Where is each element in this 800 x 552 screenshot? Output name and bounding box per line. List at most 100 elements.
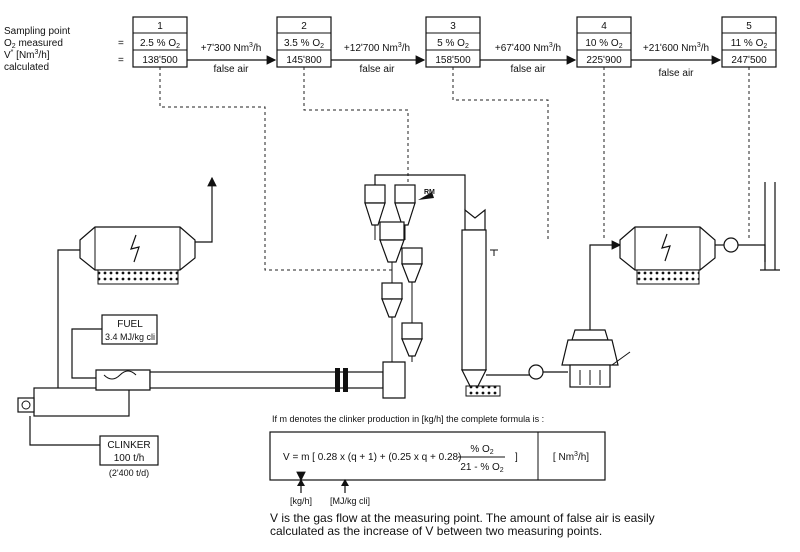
- formula-close-bracket: ]: [515, 452, 518, 463]
- cooler-filter-body: [79, 226, 196, 271]
- legend-v-unit: V* [Nm3/h]: [4, 49, 50, 61]
- cooler-stack-arrow: [195, 176, 217, 243]
- sampling-line-3: [452, 67, 549, 240]
- kiln-tyre-2: [343, 368, 348, 392]
- formula-numerator: % O2: [470, 444, 493, 456]
- sampling-point-2: 2 3.5 % O2 145ʹ800: [276, 16, 332, 68]
- fuel-box-frame: [101, 314, 158, 345]
- cyclone-2: [379, 221, 405, 241]
- false-air-3: +67ʹ400 Nm3/h false air: [480, 42, 577, 75]
- cooler-filter: [57, 176, 217, 390]
- clinker-box: CLINKER 100 t/h (2ʹ400 t/d): [99, 435, 159, 478]
- sampling-o2-5: 11 % O2: [731, 38, 768, 50]
- lightning-icon-2: [661, 233, 671, 262]
- preheater-risers: [374, 225, 413, 362]
- mill-to-filter-duct: [589, 240, 622, 330]
- id-fan-2: [723, 237, 739, 253]
- conditioning-tower-hoppers: [465, 385, 501, 397]
- sampling-v-1: 138ʹ500: [142, 55, 178, 66]
- cyclone-5: [401, 322, 423, 340]
- raw-mill-body: [561, 339, 619, 366]
- kiln-inlet: [382, 361, 406, 399]
- false-air-amount-4: +21ʹ600 Nm3/h: [643, 42, 709, 54]
- sampling-v-4: 225ʹ900: [586, 55, 622, 66]
- sampling-id-5: 5: [746, 21, 752, 32]
- kiln-tyre-1: [335, 368, 340, 392]
- note-line-1: V is the gas flow at the measuring point…: [270, 511, 655, 525]
- sampling-box-3: [425, 16, 481, 68]
- preheater-exhaust-duct: [374, 174, 466, 210]
- clinker-cooler: [33, 387, 130, 417]
- id-fan-1: [528, 364, 544, 380]
- rotary-kiln: [17, 361, 406, 446]
- formula-unit: [ Nm3/h]: [553, 451, 589, 463]
- sampling-line-2: [303, 67, 409, 182]
- cooler-fan: [17, 397, 35, 413]
- fuel-title: FUEL: [117, 319, 143, 330]
- explanatory-note: V is the gas flow at the measuring point…: [270, 512, 790, 538]
- false-air-1: +7ʹ300 Nm3/h false air: [187, 42, 277, 75]
- q-unit: [MJ/kg cli]: [330, 496, 370, 506]
- sampling-o2-1: 2.5 % O2: [140, 38, 180, 50]
- formula-section: If m denotes the clinker production in […: [269, 414, 606, 506]
- clinker-title: CLINKER: [107, 440, 150, 451]
- legend: Sampling point O2 measured V* [Nm3/h] ca…: [4, 26, 124, 73]
- false-air-amount-1: +7ʹ300 Nm3/h: [201, 42, 262, 54]
- cooler-duct: [57, 249, 80, 390]
- conditioning-tower: [461, 208, 568, 397]
- fuel-line: [71, 328, 102, 379]
- sampling-v-3: 158ʹ500: [435, 55, 471, 66]
- false-air-amount-2: +12ʹ700 Nm3/h: [344, 42, 410, 54]
- legend-equals-o2: =: [118, 38, 124, 49]
- sampling-v-5: 247ʹ500: [731, 55, 767, 66]
- preheater-tower: RM: [364, 174, 466, 362]
- formula-denominator: 21 - % O2: [460, 462, 503, 474]
- cyclone-3: [401, 247, 423, 265]
- raw-mill-top: [571, 329, 609, 341]
- sampling-o2-2: 3.5 % O2: [284, 38, 324, 50]
- sampling-v-2: 145ʹ800: [286, 55, 322, 66]
- main-filter: [619, 182, 780, 285]
- fuel-box: FUEL 3.4 MJ/kg cli: [71, 314, 158, 379]
- false-air-2: +12ʹ700 Nm3/h false air: [331, 42, 426, 75]
- lightning-icon: [130, 234, 140, 263]
- raw-mill-feed: [611, 351, 631, 366]
- sampling-lines: [159, 67, 750, 271]
- sampling-id-1: 1: [157, 21, 163, 32]
- main-filter-hoppers: [636, 269, 700, 285]
- false-air-label-1: false air: [213, 64, 249, 75]
- kiln-hood: [95, 369, 151, 391]
- sampling-id-4: 4: [601, 21, 607, 32]
- sampling-point-4: 4 10 % O2 225ʹ900: [576, 16, 632, 68]
- clinker-discharge-line: [29, 416, 100, 446]
- raw-meal-label: RM: [424, 189, 435, 196]
- clinker-rate: 100 t/h: [114, 453, 145, 464]
- sampling-point-1: 1 2.5 % O2 138ʹ500: [132, 16, 188, 68]
- raw-mill: [561, 240, 631, 388]
- cyclone-1a: [364, 184, 386, 204]
- false-air-amount-3: +67ʹ400 Nm3/h: [495, 42, 561, 54]
- legend-o2-measured: O2 measured: [4, 38, 63, 50]
- false-air-label-3: false air: [510, 64, 546, 75]
- cooler-filter-hoppers: [97, 269, 179, 285]
- false-air-label-4: false air: [658, 68, 694, 79]
- legend-equals-v: =: [118, 55, 124, 66]
- legend-calculated: calculated: [4, 62, 49, 73]
- formula-lhs: V = m [ 0.28 x (q + 1) + (0.25 x q + 0.2…: [283, 452, 461, 463]
- kiln-shell: [149, 371, 384, 389]
- note-line-2: calculated as the increase of V between …: [270, 524, 603, 538]
- formula-intro: If m denotes the clinker production in […: [272, 414, 544, 424]
- conditioning-tower-body: [461, 229, 487, 371]
- false-air-label-2: false air: [359, 64, 395, 75]
- main-filter-body: [619, 226, 716, 271]
- fuel-value: 3.4 MJ/kg cli: [105, 332, 155, 342]
- sampling-o2-4: 10 % O2: [585, 38, 622, 50]
- clinker-daily: (2ʹ400 t/d): [109, 468, 149, 478]
- sampling-o2-3: 5 % O2: [437, 38, 469, 50]
- legend-sampling-point: Sampling point: [4, 26, 70, 37]
- water-injection: [490, 249, 498, 256]
- sampling-id-2: 2: [301, 21, 307, 32]
- cyclone-4: [381, 282, 403, 300]
